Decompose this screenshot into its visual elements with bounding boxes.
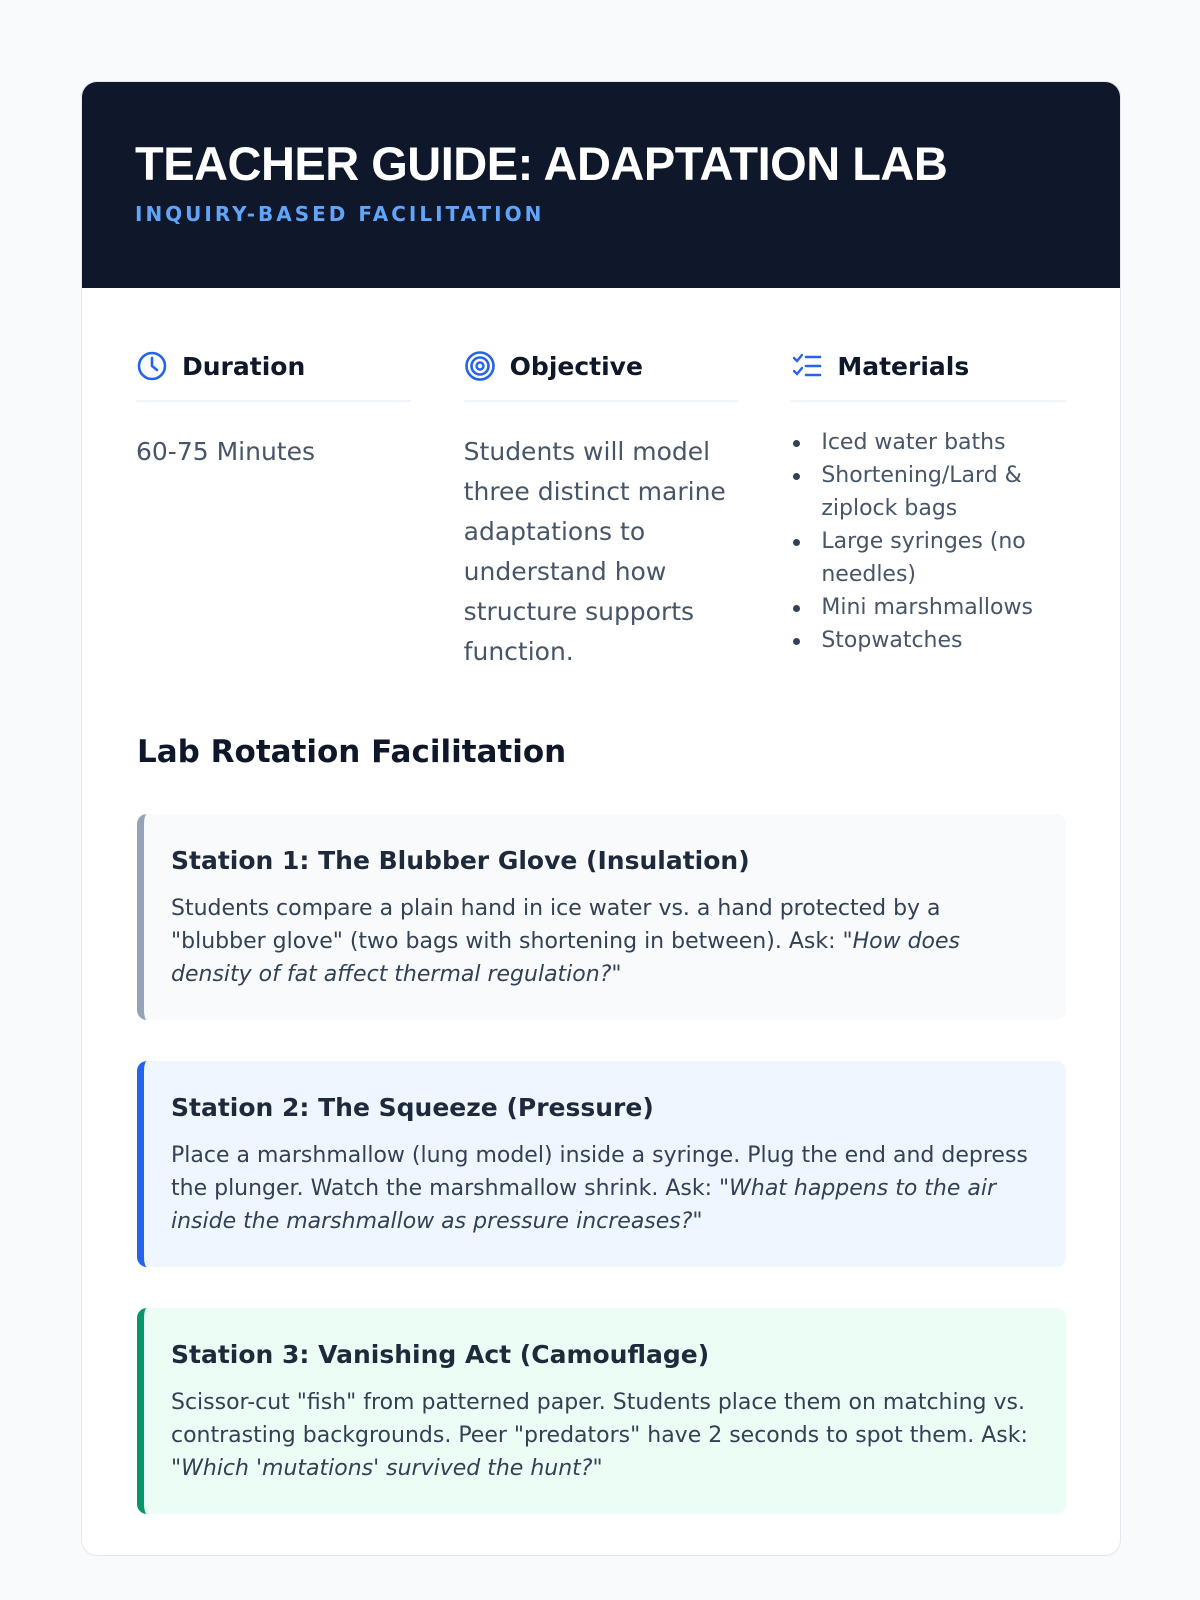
list-item: Shortening/Lard & ziplock bags (791, 459, 1066, 525)
materials-column: Materials Iced water baths Shortening/La… (791, 344, 1067, 672)
station-question: "What happens to the air inside the mars… (171, 1176, 997, 1234)
objective-heading: Objective (463, 344, 739, 402)
checklist-icon (793, 353, 822, 377)
station-text: Scissor-cut "fish" from patterned paper.… (171, 1390, 1028, 1448)
materials-list: Iced water baths Shortening/Lard & ziplo… (791, 426, 1066, 657)
station-description: Place a marshmallow (lung model) inside … (171, 1139, 1036, 1238)
duration-label: Duration (182, 351, 306, 381)
station-title: Station 3: Vanishing Act (Camouflage) (171, 1340, 710, 1369)
list-item: Iced water baths (791, 426, 1066, 459)
clock-icon (137, 351, 167, 381)
target-icon (464, 351, 495, 381)
list-item: Large syringes (no needles) (791, 525, 1066, 591)
materials-heading: Materials (791, 344, 1067, 402)
station-text: Place a marshmallow (lung model) inside … (171, 1143, 1028, 1201)
guide-header: TEACHER GUIDE: ADAPTATION LAB INQUIRY-BA… (82, 82, 1120, 288)
duration-heading: Duration (136, 344, 411, 402)
overview-columns: Duration 60-75 Minutes Objective Student… (82, 288, 1120, 672)
station-title: Station 1: The Blubber Glove (Insulation… (171, 846, 750, 875)
objective-label: Objective (509, 351, 643, 381)
station-question: "Which 'mutations' survived the hunt?" (171, 1456, 603, 1481)
station-2-card: Station 2: The Squeeze (Pressure) Place … (137, 1061, 1066, 1267)
duration-column: Duration 60-75 Minutes (136, 344, 411, 672)
teacher-guide-card: TEACHER GUIDE: ADAPTATION LAB INQUIRY-BA… (81, 81, 1121, 1556)
station-question: "How does density of fat affect thermal … (171, 929, 961, 987)
station-1-card: Station 1: The Blubber Glove (Insulation… (137, 814, 1066, 1020)
list-item: Mini marshmallows (791, 591, 1066, 624)
materials-label: Materials (837, 351, 970, 381)
page-subtitle: INQUIRY-BASED FACILITATION (135, 202, 545, 226)
objective-value: Students will model three distinct marin… (463, 437, 726, 666)
station-title: Station 2: The Squeeze (Pressure) (171, 1093, 654, 1122)
duration-value: 60-75 Minutes (136, 437, 316, 466)
station-3-card: Station 3: Vanishing Act (Camouflage) Sc… (137, 1308, 1066, 1514)
list-item: Stopwatches (791, 624, 1066, 657)
section-title: Lab Rotation Facilitation (137, 734, 567, 770)
station-description: Students compare a plain hand in ice wat… (171, 892, 1036, 991)
page-title: TEACHER GUIDE: ADAPTATION LAB (135, 137, 948, 190)
station-description: Scissor-cut "fish" from patterned paper.… (171, 1386, 1036, 1485)
objective-column: Objective Students will model three dist… (463, 344, 739, 672)
station-text: Students compare a plain hand in ice wat… (171, 896, 941, 954)
